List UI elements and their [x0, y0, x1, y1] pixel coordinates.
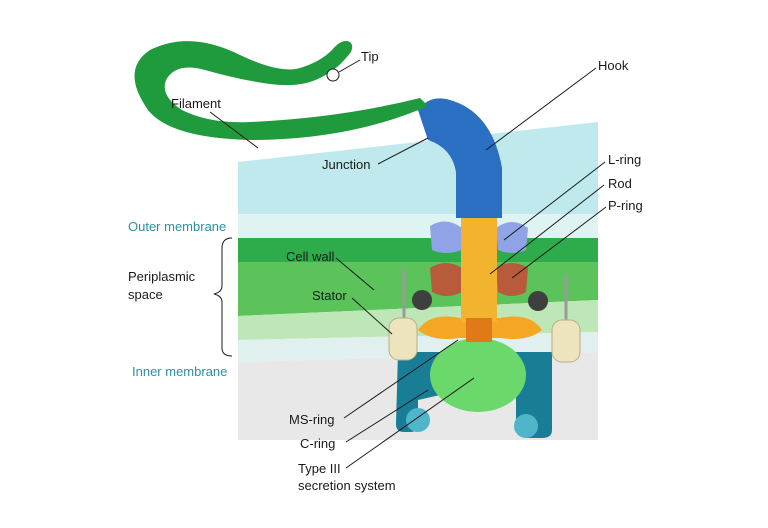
label-inner-membrane: Inner membrane [132, 364, 227, 379]
label-filament: Filament [171, 96, 221, 111]
stator-right [551, 275, 581, 363]
label-periplasmic-1: Periplasmic [128, 269, 196, 284]
rod [461, 214, 497, 342]
labels: Tip Hook Filament Junction L-ring Rod P-… [128, 49, 643, 493]
label-c-ring: C-ring [300, 436, 335, 451]
leader-lines [209, 59, 607, 469]
label-junction: Junction [322, 157, 370, 172]
p-ring [430, 263, 528, 296]
label-hook: Hook [598, 58, 629, 73]
ms-ring [430, 338, 526, 412]
label-stator: Stator [312, 288, 347, 303]
label-tip: Tip [361, 49, 379, 64]
label-t3ss-2: secretion system [298, 478, 396, 493]
label-t3ss-1: Type III [298, 461, 341, 476]
cell-wall-anchors [412, 290, 548, 311]
label-outer-membrane: Outer membrane [128, 219, 226, 234]
label-l-ring: L-ring [608, 152, 641, 167]
label-ms-ring: MS-ring [289, 412, 335, 427]
label-rod: Rod [608, 176, 632, 191]
tip-marker [326, 68, 340, 82]
l-ring [430, 221, 528, 253]
periplasmic-brace [213, 237, 233, 357]
label-periplasmic-2: space [128, 287, 163, 302]
extracellular-region [238, 122, 598, 218]
hook [418, 98, 502, 218]
filament [134, 41, 428, 140]
label-cell-wall: Cell wall [286, 249, 335, 264]
stator-left [388, 270, 418, 361]
label-p-ring: P-ring [608, 198, 643, 213]
outer-membrane [238, 214, 598, 238]
